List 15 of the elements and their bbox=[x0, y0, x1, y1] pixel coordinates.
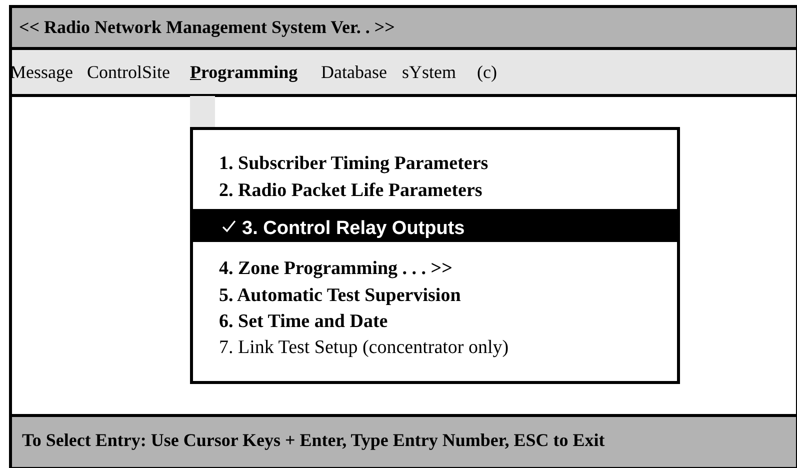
menu-item: Programming bbox=[190, 62, 298, 83]
menu-item: Message bbox=[10, 62, 73, 83]
menu-entry: 4. Zone Programming . . . >> bbox=[219, 258, 452, 280]
menu-entry: 7. Link Test Setup (concentrator only) bbox=[219, 337, 509, 359]
menu-entry: 1. Subscriber Timing Parameters bbox=[219, 153, 488, 175]
menu-item: sYstem bbox=[402, 62, 456, 83]
selected-menu-entry: 3. Control Relay Outputs bbox=[242, 218, 465, 240]
menu-item: Database bbox=[321, 62, 387, 83]
status-instructions: To Select Entry: Use Cursor Keys + Enter, Type Entry Number, ESC to Exit bbox=[22, 430, 605, 451]
menu-entry: 5. Automatic Test Supervision bbox=[219, 285, 461, 307]
window-title: << Radio Network Management System Ver. . >> bbox=[19, 17, 395, 38]
menu-item: (c) bbox=[477, 62, 497, 83]
menu-entry: 6. Set Time and Date bbox=[219, 311, 388, 333]
menu-entry: 2. Radio Packet Life Parameters bbox=[219, 180, 482, 202]
menu-item: ControlSite bbox=[87, 62, 170, 83]
